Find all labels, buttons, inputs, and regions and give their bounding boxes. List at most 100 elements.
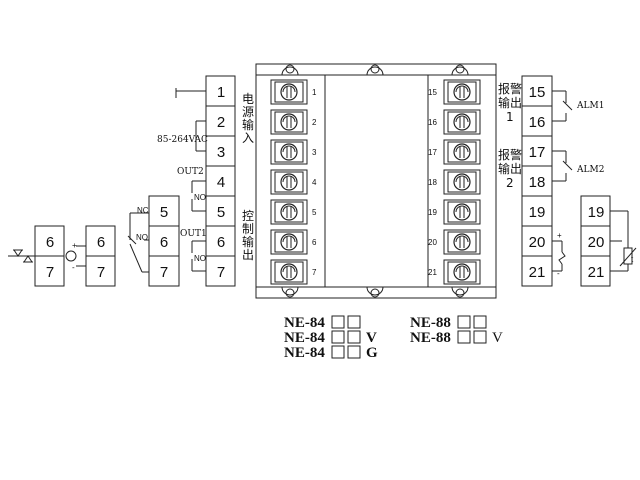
terminal-19: 19 — [529, 204, 546, 221]
device-screw-pin-20: 20 — [428, 229, 481, 255]
device-screw-pin-3-label: 3 — [312, 148, 317, 157]
control-output-char-2: 制 — [242, 222, 254, 236]
device-screw-pin-21: 21 — [428, 259, 481, 285]
input-terminal-strip: 1 2 3 4 5 6 7 — [205, 75, 236, 287]
relay-no-label: NO — [136, 233, 148, 242]
model-ne88-2-suffix: V — [492, 330, 503, 346]
tc-plus: + — [557, 231, 562, 240]
alarm2-caption: 报 警 输 出 2 — [498, 147, 522, 190]
device-screw-pin-18: 18 — [428, 169, 481, 195]
device-screw-pin-16: 16 — [428, 109, 481, 135]
device-screw-pin-7: 7 — [270, 259, 317, 285]
power-voltage-label: 85-264VAC — [157, 135, 208, 145]
device-screw-pin-15: 15 — [428, 79, 481, 105]
alarm2-char-5: 2 — [506, 176, 514, 190]
input-wiring: 85-264VAC OUT2 NO OUT1 NO — [157, 88, 208, 272]
device-screw-pin-17: 17 — [428, 139, 481, 165]
model-list: NE-84 NE-84 V NE-84 G NE-88 NE-88 V — [284, 315, 503, 361]
terminal-3: 3 — [217, 144, 225, 161]
device-screw-pin-16-label: 16 — [428, 118, 437, 127]
model-ne84-3: NE-84 — [284, 345, 325, 361]
out2-label: OUT2 — [177, 167, 204, 177]
alarm1-char-4: 出 — [510, 96, 522, 110]
relay-terminal-5: 5 — [160, 204, 168, 221]
device-screw-pin-3: 3 — [270, 139, 317, 165]
power-input-char-4: 入 — [242, 131, 254, 145]
alarm-wiring: ALM1 ALM2 + - — [552, 90, 604, 278]
device-screw-pin-6-label: 6 — [312, 238, 317, 247]
ssr-terminal-7: 7 — [46, 264, 54, 281]
rtd-terminal-20: 20 — [588, 234, 605, 251]
relay-output-module: NC NO 5 6 7 — [127, 195, 180, 287]
terminal-1: 1 — [217, 84, 225, 101]
alarm1-char-1: 报 — [498, 81, 510, 96]
device-screw-pin-6: 6 — [270, 229, 317, 255]
alarm2-char-1: 报 — [498, 147, 510, 162]
out1-label: OUT1 — [180, 229, 207, 239]
device-screw-pin-4-label: 4 — [312, 178, 317, 187]
device-screw-pin-2: 2 — [270, 109, 317, 135]
rtd-terminal-21: 21 — [588, 264, 605, 281]
terminal-21: 21 — [529, 264, 546, 281]
model-ne84-3-suffix: G — [366, 345, 378, 361]
power-input-caption: 电 源 输 入 — [242, 92, 254, 145]
terminal-4: 4 — [217, 174, 225, 191]
ssr-output-module: 6 7 — [8, 225, 65, 287]
device-screw-pin-4: 4 — [270, 169, 317, 195]
device-screw-pin-18-label: 18 — [428, 178, 437, 187]
device-screw-pin-7-label: 7 — [312, 268, 317, 277]
voltage-terminal-6: 6 — [97, 234, 105, 251]
terminal-7: 7 — [217, 264, 225, 281]
control-output-char-1: 控 — [242, 209, 254, 223]
relay-terminal-7: 7 — [160, 264, 168, 281]
rtd-terminal-19: 19 — [588, 204, 605, 221]
alarm1-caption: 报 警 输 出 1 — [498, 81, 522, 124]
power-input-char-2: 源 — [242, 105, 254, 119]
device-screw-pin-17-label: 17 — [428, 148, 437, 157]
relay-terminal-6: 6 — [160, 234, 168, 251]
device-screws-right: 15 16 17 18 19 20 21 — [428, 79, 481, 285]
voltage-minus: - — [72, 263, 75, 272]
device-screw-pin-19: 19 — [428, 199, 481, 225]
model-ne84-2-suffix: V — [366, 330, 377, 346]
alarm1-char-2: 警 — [510, 81, 522, 96]
voltage-output-module: + - 6 7 — [65, 225, 116, 287]
device-screw-pin-1: 1 — [270, 79, 317, 105]
output-terminal-strip: 15 16 17 18 19 20 21 — [521, 75, 553, 287]
alarm1-char-3: 输 — [498, 95, 510, 110]
power-input-char-3: 输 — [242, 117, 254, 132]
device-screw-pin-19-label: 19 — [428, 208, 437, 217]
power-input-char-1: 电 — [242, 92, 254, 106]
alarm2-char-2: 警 — [510, 147, 522, 162]
alarm2-char-3: 输 — [498, 161, 510, 176]
terminal-20: 20 — [529, 234, 546, 251]
rtd-terminal-block: 19 20 21 t — [580, 195, 637, 287]
model-ne88-2: NE-88 — [410, 330, 451, 346]
control-output-char-4: 出 — [242, 248, 254, 262]
rtd-t-label: t — [631, 255, 634, 264]
alm1-label: ALM1 — [576, 101, 604, 111]
alm2-label: ALM2 — [576, 165, 604, 175]
tc-minus: - — [557, 269, 560, 278]
terminal-16: 16 — [529, 114, 546, 131]
voltage-plus: + — [72, 241, 77, 250]
terminal-18: 18 — [529, 174, 546, 191]
device-rear-panel: 1 2 3 4 5 6 7 15 16 17 18 19 20 21 — [255, 63, 497, 299]
device-screw-pin-15-label: 15 — [428, 88, 437, 97]
voltage-terminal-7: 7 — [97, 264, 105, 281]
out2-no-label: NO — [194, 193, 206, 202]
control-output-caption: 控 制 输 出 — [242, 209, 254, 262]
device-screws-left: 1 2 3 4 5 6 7 — [270, 79, 317, 285]
device-screw-pin-2-label: 2 — [312, 118, 317, 127]
out1-no-label: NO — [194, 254, 206, 263]
terminal-15: 15 — [529, 84, 546, 101]
alarm2-char-4: 出 — [510, 162, 522, 176]
device-screw-pin-20-label: 20 — [428, 238, 437, 247]
device-screw-pin-5: 5 — [270, 199, 317, 225]
device-screw-pin-5-label: 5 — [312, 208, 317, 217]
device-screw-pin-1-label: 1 — [312, 88, 317, 97]
model-ne84-1: NE-84 — [284, 315, 325, 331]
device-screw-pin-21-label: 21 — [428, 268, 437, 277]
terminal-2: 2 — [217, 114, 225, 131]
